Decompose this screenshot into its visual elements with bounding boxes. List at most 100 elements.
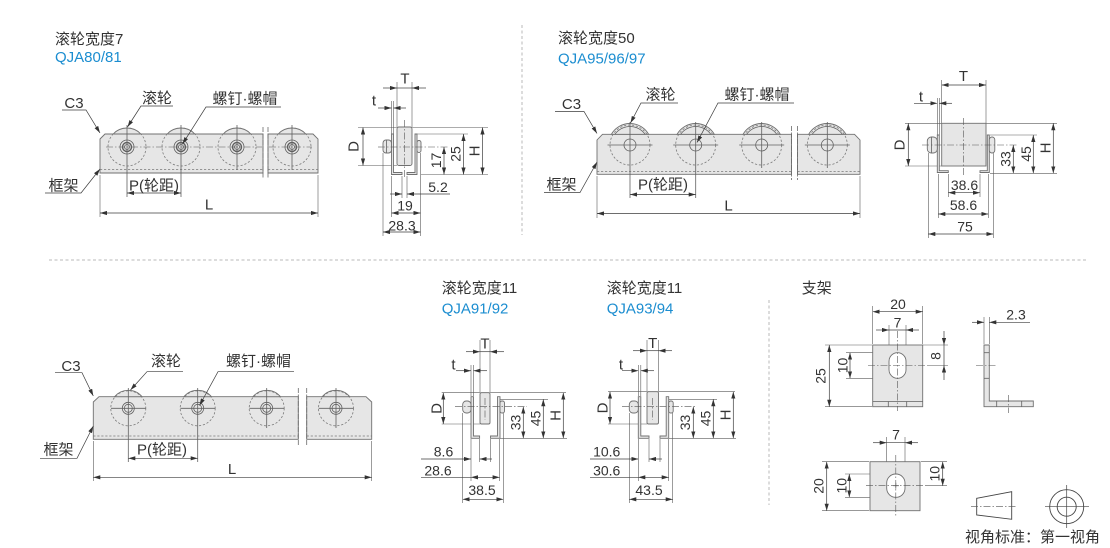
frame-right-wall	[659, 396, 670, 439]
dimension-label-overall-width: 43.5	[635, 482, 662, 498]
roller	[804, 122, 850, 168]
dimension-label-t: t	[919, 89, 924, 106]
leader-chamfer	[555, 111, 598, 134]
roller	[179, 388, 216, 462]
dimension-label-frame-height: 45	[698, 411, 714, 427]
dimension-label-frame-height: 45	[528, 411, 544, 427]
roller	[272, 125, 312, 170]
dimension-label-slot-length: 10	[835, 358, 851, 374]
dimension-label-height: 20	[811, 478, 827, 494]
dimension-label-frame-width: 30.6	[593, 463, 620, 479]
roller-section	[941, 122, 987, 167]
leader-chamfer	[62, 109, 101, 134]
series-11-variant-b-section: 滚轮宽度11 QJA93/94 T t D 33 4	[590, 280, 736, 503]
frame-segment	[306, 396, 373, 440]
leader-roller	[630, 102, 678, 124]
dimension-label-H: H	[548, 410, 565, 421]
dimension-label-frame-width: 19	[397, 198, 413, 214]
dimension-label-height: 25	[813, 368, 829, 384]
dimension-label-frame-width: 28.6	[424, 463, 451, 479]
roller	[110, 388, 147, 462]
roller	[739, 122, 785, 168]
frame-right-wall	[979, 134, 990, 173]
dimension-label-length: L	[228, 461, 236, 478]
frame-left-wall	[936, 134, 949, 173]
leader-chamfer	[55, 372, 94, 397]
frame-right-wall	[406, 133, 418, 175]
callout-fastener: 螺钉·螺帽	[213, 91, 278, 108]
dimension-label-H: H	[1038, 143, 1055, 154]
series-7-panel: 滚轮宽度7 QJA80/81	[45, 31, 488, 236]
dimension-label-pitch: P(轮距)	[137, 442, 187, 459]
dimension-label-pitch: P(轮距)	[638, 177, 688, 194]
model-numbers: QJA93/94	[607, 301, 674, 318]
series-title: 滚轮宽度50	[558, 30, 635, 47]
nut	[382, 139, 392, 154]
callout-frame: 框架	[43, 442, 73, 459]
leader-fastener	[199, 371, 294, 406]
dimension-label-axle-height: 33	[508, 415, 524, 431]
frame-left-wall	[637, 396, 650, 439]
callout-chamfer: C3	[64, 95, 83, 112]
dimension-label-slot-width: 7	[892, 427, 900, 443]
dimension-label-inner-offset: 10.6	[593, 444, 620, 460]
roller	[217, 125, 257, 170]
dimension-label-pitch: P(轮距)	[129, 178, 179, 195]
dimension-label-overall-width: 28.3	[388, 218, 415, 234]
dimension-label-overall-width: 38.5	[468, 482, 495, 498]
frame-left-wall	[470, 396, 481, 439]
series-title: 滚轮宽度7	[55, 31, 123, 48]
bracket-title: 支架	[802, 280, 832, 297]
roller	[161, 125, 201, 197]
roller	[318, 388, 354, 428]
dimension-label-H: H	[718, 410, 735, 421]
projection-label: 视角标准：第一视角	[965, 528, 1100, 546]
series-title: 滚轮宽度11	[607, 280, 683, 297]
series-11-side-view: C3 滚轮 螺钉·螺帽 框架 P(轮距) L	[40, 353, 373, 481]
dimension-label-T: T	[480, 336, 489, 353]
dimension-label-inner-offset: 8.6	[434, 444, 454, 460]
dimension-label-T: T	[400, 71, 409, 88]
leader-frame	[544, 161, 598, 193]
dimension-label-frame-width: 58.6	[950, 197, 977, 213]
dimension-label-slot-length: 10	[834, 478, 850, 494]
leader-roller	[130, 371, 183, 391]
callout-roller: 滚轮	[645, 87, 675, 104]
dimension-label-t: t	[372, 93, 377, 110]
dimension-label-bottom-gap: 5.2	[428, 179, 448, 195]
bracket-l-profile	[983, 344, 1034, 408]
series-50-section-view: T t D 33 45 H 38.6 58.6 75	[892, 68, 1057, 238]
callout-fastener: 螺钉·螺帽	[725, 87, 790, 104]
bracket-side-view: 2.3	[972, 307, 1034, 413]
roller	[607, 122, 653, 198]
truncated-cone-icon	[976, 491, 1013, 520]
leader-roller	[127, 105, 173, 128]
callout-roller: 滚轮	[142, 90, 172, 107]
frame-left-wall	[391, 133, 403, 175]
dimension-label-H: H	[467, 146, 484, 157]
model-numbers: QJA95/96/97	[558, 51, 646, 68]
dimension-label-width: 20	[890, 296, 906, 312]
callout-roller: 滚轮	[151, 353, 181, 370]
first-angle-projection-icon	[971, 485, 1089, 528]
series-7-side-view: C3 滚轮 螺钉·螺帽 框架 P(轮距) L	[45, 90, 319, 217]
dimension-label-slot-position: 10	[927, 466, 943, 482]
dimension-label-length: L	[205, 197, 213, 214]
series-50-side-view: C3 滚轮 螺钉·螺帽 框架 P(轮距) L	[544, 87, 861, 218]
series-50-panel: 滚轮宽度50 QJA95/96/97	[544, 30, 1057, 238]
dimension-label-frame-height: 25	[448, 146, 464, 162]
dimension-label-axle-height: 33	[677, 415, 693, 431]
roller	[107, 125, 147, 197]
frame-segment	[797, 133, 861, 175]
callout-chamfer: C3	[61, 358, 80, 375]
callout-fastener: 螺钉·螺帽	[226, 353, 291, 370]
leader-fastener	[182, 106, 281, 145]
dimension-label-T: T	[648, 335, 657, 352]
dimension-label-t: t	[619, 357, 624, 374]
series-11-variant-a-section: 滚轮宽度11 QJA91/92 T t D 33 4	[421, 280, 567, 503]
bracket-alt-front-view: 7 20 10 10	[811, 427, 947, 516]
frame-segment	[92, 396, 299, 440]
frame-right-wall	[490, 396, 501, 439]
